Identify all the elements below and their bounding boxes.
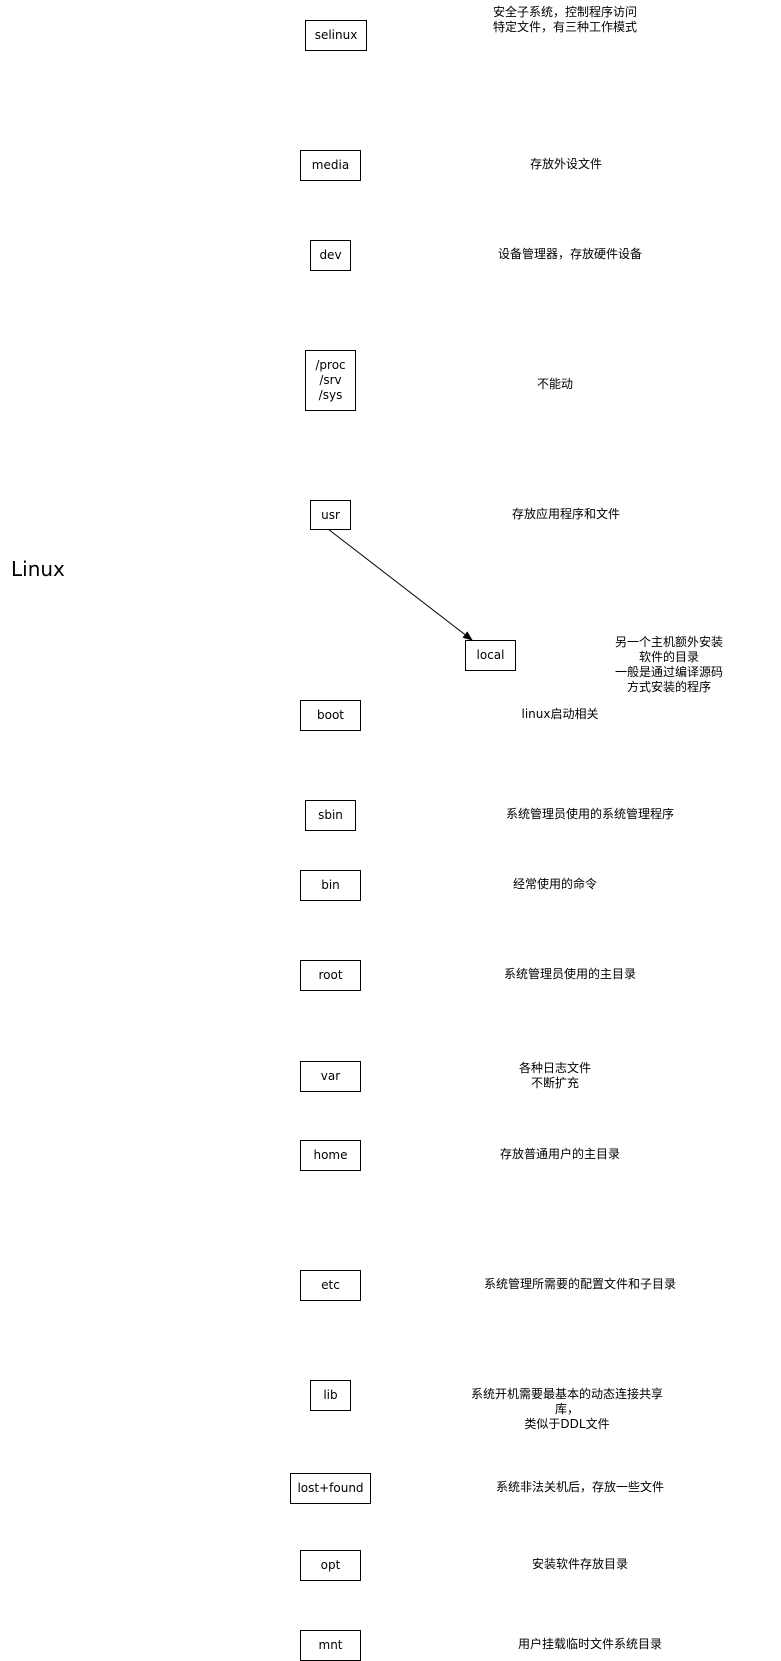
dir-desc-mnt: 用户挂载临时文件系统目录 <box>517 1637 663 1651</box>
dir-box-root[interactable]: root <box>300 960 361 991</box>
dir-desc-opt: 安装软件存放目录 <box>531 1557 629 1571</box>
dir-box-bin[interactable]: bin <box>300 870 361 901</box>
dir-box-usr[interactable]: usr <box>310 500 351 530</box>
dir-desc-lost-found: 系统非法关机后，存放一些文件 <box>495 1480 665 1494</box>
dir-box-media[interactable]: media <box>300 150 361 181</box>
dir-box-local[interactable]: local <box>465 640 516 671</box>
dir-box-selinux[interactable]: selinux <box>305 20 367 51</box>
root-label: Linux <box>11 557 65 581</box>
dir-desc-home: 存放普通用户的主目录 <box>499 1147 621 1161</box>
dir-box-etc[interactable]: etc <box>300 1270 361 1301</box>
dir-desc-media: 存放外设文件 <box>529 157 603 171</box>
dir-desc-boot: linux启动相关 <box>521 707 599 721</box>
dir-box-dev[interactable]: dev <box>310 240 351 271</box>
dir-box-lib[interactable]: lib <box>310 1380 351 1411</box>
dir-desc-dev: 设备管理器，存放硬件设备 <box>497 247 643 261</box>
dir-box-var[interactable]: var <box>300 1061 361 1092</box>
dir-box-proc-srv-sys[interactable]: /proc /srv /sys <box>305 350 356 411</box>
dir-desc-selinux: 安全子系统，控制程序访问 特定文件，有三种工作模式 <box>492 5 638 34</box>
dir-box-boot[interactable]: boot <box>300 700 361 731</box>
edge-usr-local <box>327 528 473 641</box>
dir-desc-usr: 存放应用程序和文件 <box>511 507 621 521</box>
dir-desc-lib: 系统开机需要最基本的动态连接共享库， 类似于DDL文件 <box>470 1387 663 1431</box>
dir-desc-proc-srv-sys: 不能动 <box>536 377 574 391</box>
dir-box-sbin[interactable]: sbin <box>305 800 356 831</box>
dir-box-home[interactable]: home <box>300 1140 361 1171</box>
dir-desc-var: 各种日志文件 不断扩充 <box>518 1061 592 1090</box>
dir-desc-root: 系统管理员使用的主目录 <box>503 967 637 981</box>
dir-desc-sbin: 系统管理员使用的系统管理程序 <box>505 807 675 821</box>
dir-box-mnt[interactable]: mnt <box>300 1630 361 1661</box>
dir-box-lost-found[interactable]: lost+found <box>290 1473 371 1504</box>
dir-desc-etc: 系统管理所需要的配置文件和子目录 <box>483 1277 677 1291</box>
dir-desc-local: 另一个主机额外安装软件的目录 一般是通过编译源码方式安装的程序 <box>614 635 723 694</box>
dir-box-opt[interactable]: opt <box>300 1550 361 1581</box>
dir-desc-bin: 经常使用的命令 <box>512 877 598 891</box>
